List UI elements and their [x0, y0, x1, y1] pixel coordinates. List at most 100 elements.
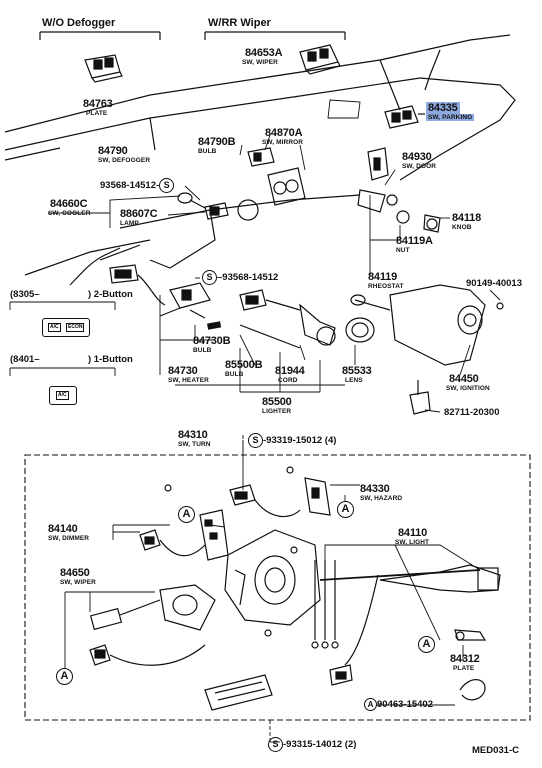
screw-93319 — [286, 466, 294, 474]
part-name-84119a: NUT — [396, 247, 410, 254]
part-name-84330: SW, HAZARD — [360, 495, 403, 502]
clip-90463 — [459, 679, 486, 701]
connector-block — [204, 674, 273, 711]
screw-90149 — [496, 302, 504, 310]
part-name-84730b: BULB — [193, 347, 212, 354]
switch-84870a — [267, 167, 306, 206]
part-name-84870a: SW, MIRROR — [262, 139, 304, 146]
hazard-switch-84330 — [304, 477, 331, 516]
part-name-85533: LENS — [345, 377, 363, 384]
part-number-85533: 85533 — [342, 365, 372, 377]
marker-a-4: A — [56, 667, 73, 685]
part-number-84870a: 84870A — [265, 127, 303, 139]
ignition-84450 — [350, 284, 486, 366]
part-name-84650: SW, WIPER — [60, 579, 96, 586]
part-name-84790: SW, DEFOGGER — [98, 157, 151, 164]
marker-a-1: A — [178, 505, 195, 523]
rheostat-84119 — [357, 189, 398, 213]
part-name-84930: SW, DOOR — [402, 163, 437, 170]
part-number-81944: 81944 — [275, 365, 305, 377]
part-name-84660c: SW, COOLER — [48, 210, 91, 217]
part-number-88607c: 88607C — [120, 208, 158, 220]
part-name-84312: PLATE — [453, 665, 475, 672]
part-name-84653a: SW, WIPER — [242, 59, 278, 66]
marker-a-2: A — [337, 500, 354, 518]
cigar-lighter-85500 — [207, 289, 336, 349]
part-number-84110: 84110 — [398, 527, 427, 539]
part-name-84335: SW, PARKING — [426, 114, 475, 121]
light-switch-84110 — [311, 560, 501, 686]
variant-2button-from: (8305– — [10, 289, 40, 300]
marker-a-3: A — [418, 635, 435, 653]
part-number-84310: 84310 — [178, 429, 208, 441]
leader-lines-top — [48, 134, 501, 413]
leader-lines-bottom — [64, 440, 481, 743]
switch-84730 — [159, 282, 211, 319]
part-number-84790b: 84790B — [198, 136, 236, 148]
diagram-code: MED031-C — [472, 745, 519, 756]
part-number-84730b: 84730B — [193, 335, 231, 347]
combination-switch-body — [224, 529, 321, 637]
fastener-93319: S-93319-15012 (4) — [248, 433, 336, 448]
part-number-84312: 84312 — [450, 653, 480, 665]
switch-84790 — [247, 147, 275, 167]
wire-cooler — [69, 247, 121, 286]
part-name-88607c: LAMP — [120, 220, 139, 227]
switch-84335 — [384, 105, 425, 129]
part-name-84140: SW, DIMMER — [48, 535, 90, 542]
bracket-82711 — [409, 380, 431, 415]
button-econ-label: ECON — [66, 323, 85, 332]
header-wo-defogger: W/O Defogger — [42, 17, 116, 29]
lamp-88607c — [177, 192, 229, 220]
header-w-rr-wiper: W/RR Wiper — [208, 17, 271, 29]
fastener-93568-a: 93568-14512-S — [100, 178, 175, 193]
part-name-85500: LIGHTER — [262, 408, 292, 415]
part-number-84140: 84140 — [48, 523, 78, 535]
fastener-93315: S-93315-14012 (2) — [268, 737, 356, 752]
part-name-84310: SW, TURN — [178, 441, 211, 448]
part-name-84790b: BULB — [198, 148, 217, 155]
wiper-switch-84650 — [89, 584, 216, 666]
part-number-85500: 85500 — [262, 396, 292, 408]
part-number-84763: 84763 — [83, 98, 113, 110]
part-name-84110: SW, LIGHT — [395, 539, 430, 546]
screw-93319-b — [164, 484, 172, 492]
part-number-84790: 84790 — [98, 145, 128, 157]
switch-84930 — [367, 147, 389, 181]
part-number-84118: 84118 — [452, 212, 481, 224]
part-number-85500b: 85500B — [225, 359, 263, 371]
part-number-84930: 84930 — [402, 151, 432, 163]
column-switch-box — [24, 454, 531, 721]
panel-hole — [237, 199, 259, 221]
button-ac-single-label: A/C — [56, 391, 69, 400]
switch-84653a — [299, 44, 341, 75]
part-number-84119: 84119 — [368, 271, 397, 283]
part-number-84450: 84450 — [449, 373, 479, 385]
button-1-illustration: A/C — [49, 386, 77, 405]
part-name-84450: SW, IGNITION — [446, 385, 490, 392]
variant-1button-label: ) 1-Button — [88, 354, 133, 365]
variant-2button-label: ) 2-Button — [88, 289, 133, 300]
part-number-84660c: 84660C — [50, 198, 88, 210]
part-name-81944: CORD — [278, 377, 298, 384]
button-ac-label: A/C — [48, 323, 61, 332]
part-name-84730: SW, HEATER — [168, 377, 209, 384]
part-number-84330: 84330 — [360, 483, 390, 495]
switch-84763-plate — [84, 54, 123, 83]
part-number-84650: 84650 — [60, 567, 90, 579]
part-name-84118: KNOB — [452, 224, 472, 231]
part-number-84119a: 84119A — [396, 235, 433, 247]
plate-84312 — [454, 629, 487, 641]
part-number-84653a: 84653A — [245, 47, 283, 59]
fastener-90149: 90149-40013 — [466, 278, 522, 289]
nut-84119a — [396, 210, 410, 224]
fastener-93568-b: S–93568-14512 — [202, 270, 278, 285]
part-name-84763: PLATE — [86, 110, 108, 117]
dimmer-switch-84140 — [139, 509, 229, 561]
lens-85533 — [345, 317, 375, 343]
button-2-illustration: A/C ECON — [42, 318, 90, 337]
dashboard-panel — [4, 34, 516, 276]
part-name-84119: RHEOSTAT — [368, 283, 404, 290]
